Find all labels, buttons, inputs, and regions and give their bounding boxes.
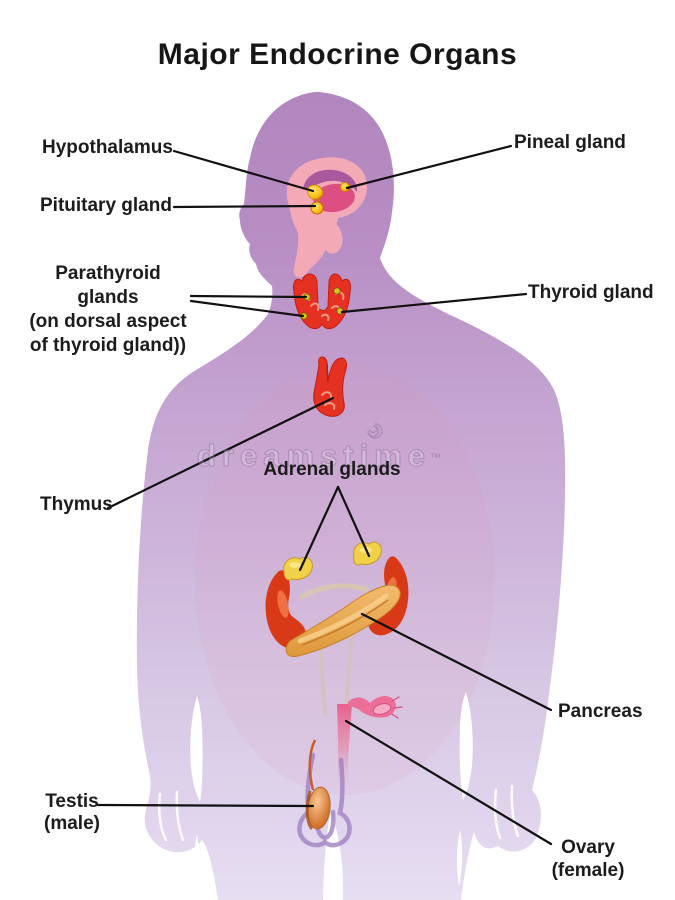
- kidneys-adrenals-illustration: [265, 541, 409, 716]
- watermark-spiral-icon: [367, 423, 383, 439]
- label-pancreas: Pancreas: [558, 701, 643, 722]
- page-title: Major Endocrine Organs: [157, 38, 518, 71]
- label-parathyroid-line1: Parathyroid glands: [55, 263, 161, 308]
- label-pineal-gland: Pineal gland: [514, 132, 626, 153]
- label-ovary-line2: (female): [551, 860, 625, 881]
- testis-line: [96, 803, 315, 808]
- label-thyroid-gland: Thyroid gland: [528, 282, 654, 303]
- pineal-line: [345, 144, 513, 190]
- parathyroid-line-lower: [189, 299, 305, 318]
- label-testis: Testis (male): [30, 791, 114, 835]
- thymus-illustration: [313, 356, 347, 417]
- pancreas-line: [360, 612, 553, 712]
- label-pituitary-gland: Pituitary gland: [40, 195, 172, 216]
- label-parathyroid-line3: of thyroid gland)): [29, 335, 187, 356]
- label-parathyroid-line2: (on dorsal aspect: [29, 311, 187, 332]
- parathyroid-line-upper: [189, 294, 308, 299]
- label-adrenal-glands: Adrenal glands: [263, 459, 401, 480]
- label-ovary: Ovary (female): [540, 836, 636, 882]
- pancreas-illustration: [285, 584, 401, 658]
- male-reproductive-illustration: [297, 739, 352, 848]
- adrenal-line-left: [298, 485, 340, 572]
- label-ovary-line1: Ovary: [561, 837, 615, 858]
- label-testis-line2: (male): [44, 813, 100, 834]
- body-silhouette: [136, 92, 566, 900]
- label-hypothalamus: Hypothalamus: [42, 137, 173, 158]
- label-parathyroid-glands: Parathyroid glands (on dorsal aspect of …: [22, 262, 194, 358]
- thyroid-line: [340, 292, 528, 314]
- ovary-line: [344, 719, 553, 846]
- adrenal-line-right: [336, 485, 371, 558]
- hypothalamus-line: [172, 149, 315, 193]
- leader-lines: [96, 144, 553, 846]
- label-testis-line1: Testis: [45, 791, 99, 812]
- watermark-tm-mark: ™: [430, 452, 441, 464]
- watermark-text: dreamstime: [196, 437, 432, 473]
- label-thymus: Thymus: [40, 494, 113, 515]
- pituitary-line: [172, 204, 317, 209]
- thymus-line: [106, 396, 335, 510]
